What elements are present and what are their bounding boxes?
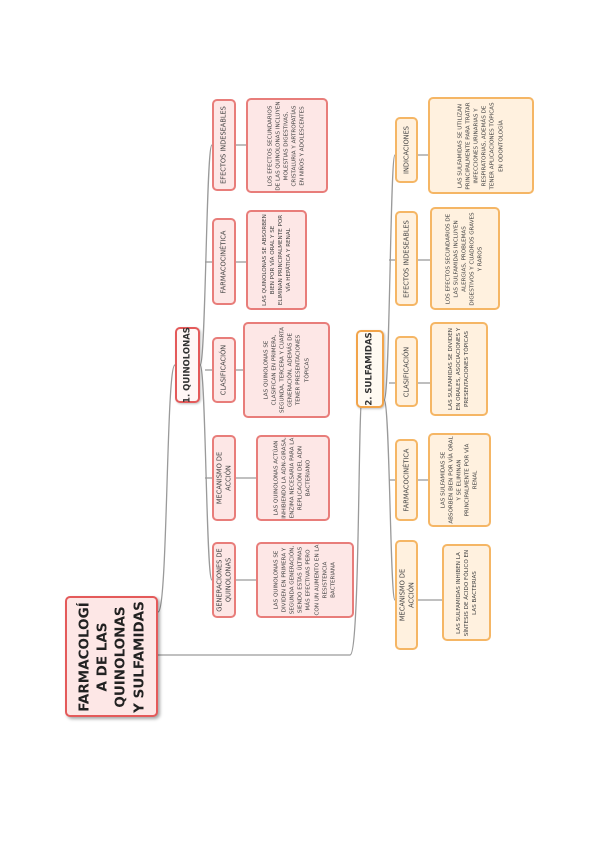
sulfamidas-description-efectos-text: LOS EFECTOS SECUNDARIOS DE LAS SULFAMIDA… (445, 211, 485, 306)
sulfamidas-category-mecanismo: MECANISMO DE ACCIÓN (395, 540, 418, 650)
sulfamidas-category-clasificacion: CLASIFICACIÓN (395, 336, 418, 407)
sulfamidas-header-text: 2. SULFAMIDAS (364, 332, 375, 406)
connector-quinolonas-spine-up (199, 144, 213, 366)
quinolonas-category-mecanismo-text: MECANISMO DE ACCIÓN (215, 451, 232, 505)
connector-quinolonas-spine (199, 364, 213, 581)
sulfamidas-category-clasificacion-text: CLASIFICACIÓN (402, 346, 411, 397)
sulfamidas-description-indicaciones-text: LAS SULFAMIDAS SE UTILIZAN PRINCIPALMENT… (457, 101, 505, 190)
quinolonas-header-text: 1. QUINOLONAS (181, 327, 192, 403)
quinolonas-description-efectos: LOS EFECTOS SECUNDARIOS DE LAS QUINOLONA… (246, 98, 328, 193)
sulfamidas-description-mecanismo-text: LAS SULFAMIDAS INHIBEN LA SÍNTESIS DE ÁC… (455, 549, 478, 636)
quinolonas-category-generaciones-text: GENERACIONES DE QUINOLONAS (215, 548, 232, 612)
quinolonas-description-clasificacion: LAS QUINOLONAS SE CLASIFICAN EN PRIMERA,… (243, 322, 330, 418)
sulfamidas-category-indicaciones: INDICACIONES (395, 117, 418, 183)
quinolonas-category-mecanismo: MECANISMO DE ACCIÓN (212, 435, 236, 521)
quinolonas-description-generaciones: LAS QUINOLONAS SE DIVIDEN EN PRIMERA Y S… (256, 542, 354, 618)
root-title-text: FARMACOLOGÍA DE LAS QUINOLONAS Y SULFAMI… (76, 600, 147, 713)
sulfamidas-description-indicaciones: LAS SULFAMIDAS SE UTILIZAN PRINCIPALMENT… (428, 97, 534, 194)
sulfamidas-description-mecanismo: LAS SULFAMIDAS INHIBEN LA SÍNTESIS DE ÁC… (442, 544, 491, 641)
sulfamidas-category-farmacocinetica-text: FARMACOCINÉTICA (402, 448, 411, 512)
quinolonas-description-generaciones-text: LAS QUINOLONAS SE DIVIDEN EN PRIMERA Y S… (273, 544, 337, 616)
quinolonas-category-efectos: EFECTOS INDESEABLES (212, 99, 236, 191)
quinolonas-category-generaciones: GENERACIONES DE QUINOLONAS (212, 542, 236, 618)
quinolonas-description-mecanismo-text: LAS QUINOLONAS ACTÚAN INHIBIENDO LA ADN-… (273, 437, 313, 519)
connector-root-quinolonas (157, 364, 176, 613)
quinolonas-category-farmacocinetica-text: FARMACOCINÉTICA (219, 230, 228, 293)
connector-sulfamidas-spine (383, 399, 396, 601)
quinolonas-header: 1. QUINOLONAS (175, 327, 200, 403)
sulfamidas-category-efectos-text: EFECTOS INDESEABLES (402, 219, 411, 298)
sulfamidas-description-clasificacion-text: LAS SULFAMIDAS SE DIVIDEN EN ORALES, ASO… (447, 327, 471, 411)
sulfamidas-description-farmacocinetica: LAS SULFAMIDAS SE ABSORBEN BIEN POR VÍA … (428, 433, 491, 527)
sulfamidas-description-efectos: LOS EFECTOS SECUNDARIOS DE LAS SULFAMIDA… (430, 207, 500, 310)
quinolonas-category-farmacocinetica: FARMACOCINÉTICA (212, 218, 236, 305)
sulfamidas-description-farmacocinetica-text: LAS SULFAMIDAS SE ABSORBEN BIEN POR VÍA … (440, 436, 479, 524)
sulfamidas-category-farmacocinetica: FARMACOCINÉTICA (395, 439, 418, 521)
sulfamidas-header: 2. SULFAMIDAS (356, 330, 384, 408)
sulfamidas-category-indicaciones-text: INDICACIONES (402, 126, 411, 174)
connector-sulfamidas-spine-up (383, 154, 396, 401)
quinolonas-category-clasificacion: CLASIFICACIÓN (212, 337, 236, 403)
quinolonas-description-clasificacion-text: LAS QUINOLONAS SE CLASIFICAN EN PRIMERA,… (263, 327, 310, 413)
connector-root-sulfamidas (158, 399, 363, 656)
quinolonas-description-farmacocinetica: LAS QUINOLONAS SE ABSORBEN BIEN POR VÍA … (246, 210, 307, 310)
quinolonas-description-farmacocinetica-text: LAS QUINOLONAS SE ABSORBEN BIEN POR VÍA … (261, 214, 292, 306)
sulfamidas-category-efectos: EFECTOS INDESEABLES (395, 211, 418, 306)
quinolonas-description-mecanismo: LAS QUINOLONAS ACTÚAN INHIBIENDO LA ADN-… (256, 435, 330, 521)
quinolonas-category-efectos-text: EFECTOS INDESEABLES (219, 106, 228, 184)
quinolonas-category-clasificacion-text: CLASIFICACIÓN (219, 344, 228, 396)
sulfamidas-category-mecanismo-text: MECANISMO DE ACCIÓN (397, 568, 415, 622)
sulfamidas-description-clasificacion: LAS SULFAMIDAS SE DIVIDEN EN ORALES, ASO… (430, 322, 488, 416)
quinolonas-description-efectos-text: LOS EFECTOS SECUNDARIOS DE LAS QUINOLONA… (267, 100, 307, 191)
root-title: FARMACOLOGÍA DE LAS QUINOLONAS Y SULFAMI… (65, 596, 158, 717)
